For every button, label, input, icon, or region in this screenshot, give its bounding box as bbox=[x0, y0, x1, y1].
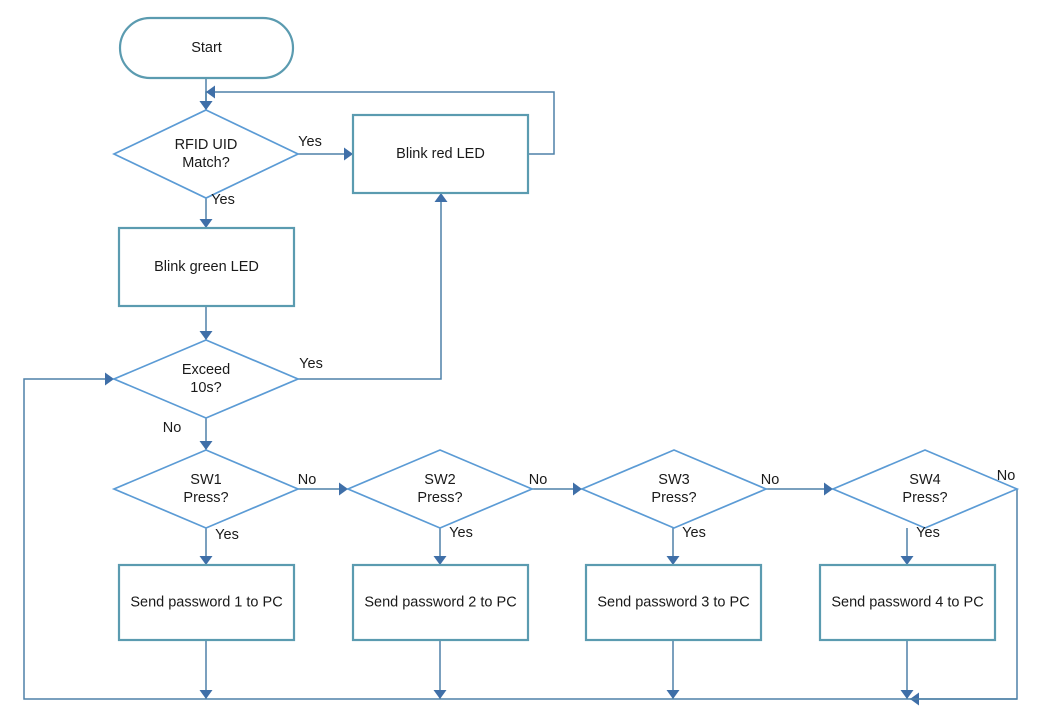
node-pw1[interactable]: Send password 1 to PC bbox=[117, 563, 296, 642]
arrow-head-right bbox=[824, 482, 833, 496]
arrow-head-down bbox=[199, 441, 213, 450]
process-shape[interactable] bbox=[117, 226, 296, 308]
node-pw3[interactable]: Send password 3 to PC bbox=[584, 563, 763, 642]
connector-e-exceed-yes bbox=[298, 193, 448, 380]
arrow-head-up bbox=[434, 193, 448, 202]
connector-e-pw1-bus bbox=[199, 640, 213, 699]
arrow-head-down bbox=[199, 690, 213, 699]
arrow-head-right bbox=[344, 147, 353, 161]
decision-shape[interactable] bbox=[579, 449, 769, 529]
edge-label-e-sw3-no: No bbox=[761, 472, 780, 488]
connector-e-sw1-yes bbox=[199, 528, 213, 565]
arrow-head-down bbox=[900, 690, 914, 699]
edge-label-e-sw1-no: No bbox=[298, 472, 317, 488]
edge-label-e-sw4-yes: Yes bbox=[916, 525, 940, 541]
arrow-head-down bbox=[199, 101, 213, 110]
edge-label-e-sw4-no: No bbox=[997, 468, 1016, 484]
connector-e-rfid-greenled bbox=[199, 198, 213, 228]
node-start[interactable]: Start bbox=[118, 16, 295, 80]
connector-e-sw2-yes bbox=[433, 528, 447, 565]
node-pw2[interactable]: Send password 2 to PC bbox=[351, 563, 530, 642]
terminator-shape[interactable] bbox=[118, 16, 295, 80]
arrow-head-right bbox=[105, 372, 114, 386]
connector-e-sw1-no bbox=[298, 482, 348, 496]
connector-e-sw2-no bbox=[532, 482, 582, 496]
connector-e-redled-loop bbox=[199, 85, 555, 155]
arrow-head-down bbox=[199, 219, 213, 228]
node-label-redled: Blink red LED bbox=[396, 146, 485, 162]
edge-label-e-sw3-yes: Yes bbox=[682, 525, 706, 541]
process-shape[interactable] bbox=[818, 563, 997, 642]
connectors-layer bbox=[23, 78, 1018, 706]
arrow-head-down bbox=[666, 556, 680, 565]
decision-shape[interactable] bbox=[111, 449, 301, 529]
node-label-pw2: Send password 2 to PC bbox=[364, 594, 516, 610]
edge-label-e-exceed-no: No bbox=[163, 420, 182, 436]
edge-label-e-sw2-no: No bbox=[529, 472, 548, 488]
connector-e-sw3-yes bbox=[666, 528, 680, 565]
process-shape[interactable] bbox=[351, 563, 530, 642]
arrow-head-down bbox=[900, 556, 914, 565]
connector-e-exceed-no bbox=[199, 418, 213, 450]
process-shape[interactable] bbox=[584, 563, 763, 642]
node-label-pw3: Send password 3 to PC bbox=[597, 594, 749, 610]
arrow-head-down bbox=[199, 556, 213, 565]
edge-label-e-sw1-yes: Yes bbox=[215, 527, 239, 543]
connector-e-sw3-no bbox=[766, 482, 833, 496]
edge-label-e-exceed-yes: Yes bbox=[299, 356, 323, 372]
connector-e-bus-return bbox=[23, 372, 1017, 700]
connector-line bbox=[205, 91, 555, 155]
edge-label-e-rfid-greenled: Yes bbox=[211, 192, 235, 208]
connector-line bbox=[298, 193, 442, 380]
edge-label-e-rfid-redled: Yes bbox=[298, 134, 322, 150]
connector-e-rfid-redled bbox=[298, 147, 353, 161]
connector-e-pw4-bus bbox=[900, 640, 914, 699]
arrow-head-down bbox=[433, 556, 447, 565]
node-greenled[interactable]: Blink green LED bbox=[117, 226, 296, 308]
node-label-pw1: Send password 1 to PC bbox=[130, 594, 282, 610]
arrow-head-right bbox=[573, 482, 582, 496]
decision-shape[interactable] bbox=[112, 109, 300, 199]
node-label-greenled: Blink green LED bbox=[154, 259, 259, 275]
connector-e-pw3-bus bbox=[666, 640, 680, 699]
node-pw4[interactable]: Send password 4 to PC bbox=[818, 563, 997, 642]
connector-e-greenled-exceed bbox=[199, 306, 213, 340]
arrow-head-left bbox=[206, 85, 215, 99]
node-label-pw4: Send password 4 to PC bbox=[831, 594, 983, 610]
edge-label-e-sw2-yes: Yes bbox=[449, 525, 473, 541]
arrow-head-down bbox=[433, 690, 447, 699]
decision-shape[interactable] bbox=[345, 449, 535, 529]
decision-shape[interactable] bbox=[111, 339, 301, 419]
node-redled[interactable]: Blink red LED bbox=[351, 113, 530, 195]
arrow-head-down bbox=[199, 331, 213, 340]
node-label-start: Start bbox=[191, 40, 222, 56]
connector-e-pw2-bus bbox=[433, 640, 447, 699]
connector-line bbox=[23, 378, 1017, 700]
decision-shape[interactable] bbox=[830, 449, 1020, 529]
process-shape[interactable] bbox=[117, 563, 296, 642]
process-shape[interactable] bbox=[351, 113, 530, 195]
connector-e-sw4-yes bbox=[900, 528, 914, 565]
arrow-head-down bbox=[666, 690, 680, 699]
arrow-head-right bbox=[339, 482, 348, 496]
